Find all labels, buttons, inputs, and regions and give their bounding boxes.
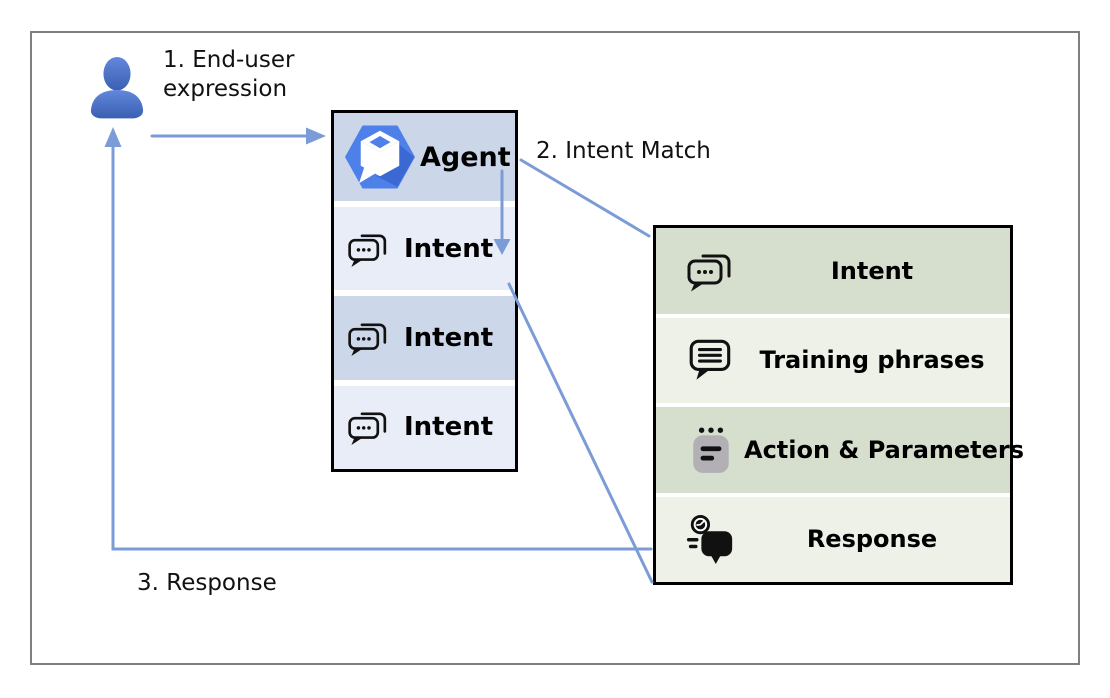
intent-row-label: Intent — [404, 233, 494, 264]
chat-bubbles-icon — [686, 246, 744, 296]
intent-detail-panel: Intent Training phrases — [653, 225, 1024, 585]
chat-bubbles-icon — [348, 234, 387, 267]
panel-row-label: Response — [806, 525, 938, 554]
step2-intent-match-label: 2. Intent Match — [536, 138, 711, 164]
row-divider — [656, 492, 1010, 497]
agent-header: Agent — [334, 113, 515, 201]
agent-intent-row-1: Intent — [334, 207, 515, 291]
speech-bubble-text-icon — [686, 335, 744, 385]
step3-response-label: 3. Response — [137, 570, 277, 596]
intent-row-label: Intent — [404, 322, 494, 353]
panel-row-response: Response — [656, 496, 1010, 582]
agent-intent-row-2: Intent — [334, 296, 515, 380]
agent-box: Agent Intent Intent — [331, 110, 518, 472]
row-divider — [656, 313, 1010, 318]
chat-bubbles-icon — [348, 323, 387, 357]
chat-bubbles-icon — [348, 412, 387, 446]
panel-row-label: Intent — [830, 256, 914, 285]
intent-row-label: Intent — [404, 412, 494, 443]
person-icon — [90, 57, 144, 119]
row-divider — [656, 403, 1010, 407]
step1-end-user-expression-label: 1. End-user expression — [163, 47, 295, 103]
panel-row-label: Training phrases — [759, 346, 985, 375]
dialogflow-agent-icon — [345, 125, 415, 189]
panel-row-label: Action & Parameters — [744, 435, 1025, 464]
panel-row-action-parameters: Action & Parameters — [656, 407, 1024, 493]
panel-row-intent: Intent — [656, 228, 1010, 314]
clock-chat-bubble-icon — [686, 514, 744, 565]
notepad-icon — [686, 425, 744, 475]
agent-title: Agent — [420, 141, 511, 173]
panel-row-training-phrases: Training phrases — [656, 317, 1010, 403]
agent-intent-row-3: Intent — [334, 385, 515, 469]
